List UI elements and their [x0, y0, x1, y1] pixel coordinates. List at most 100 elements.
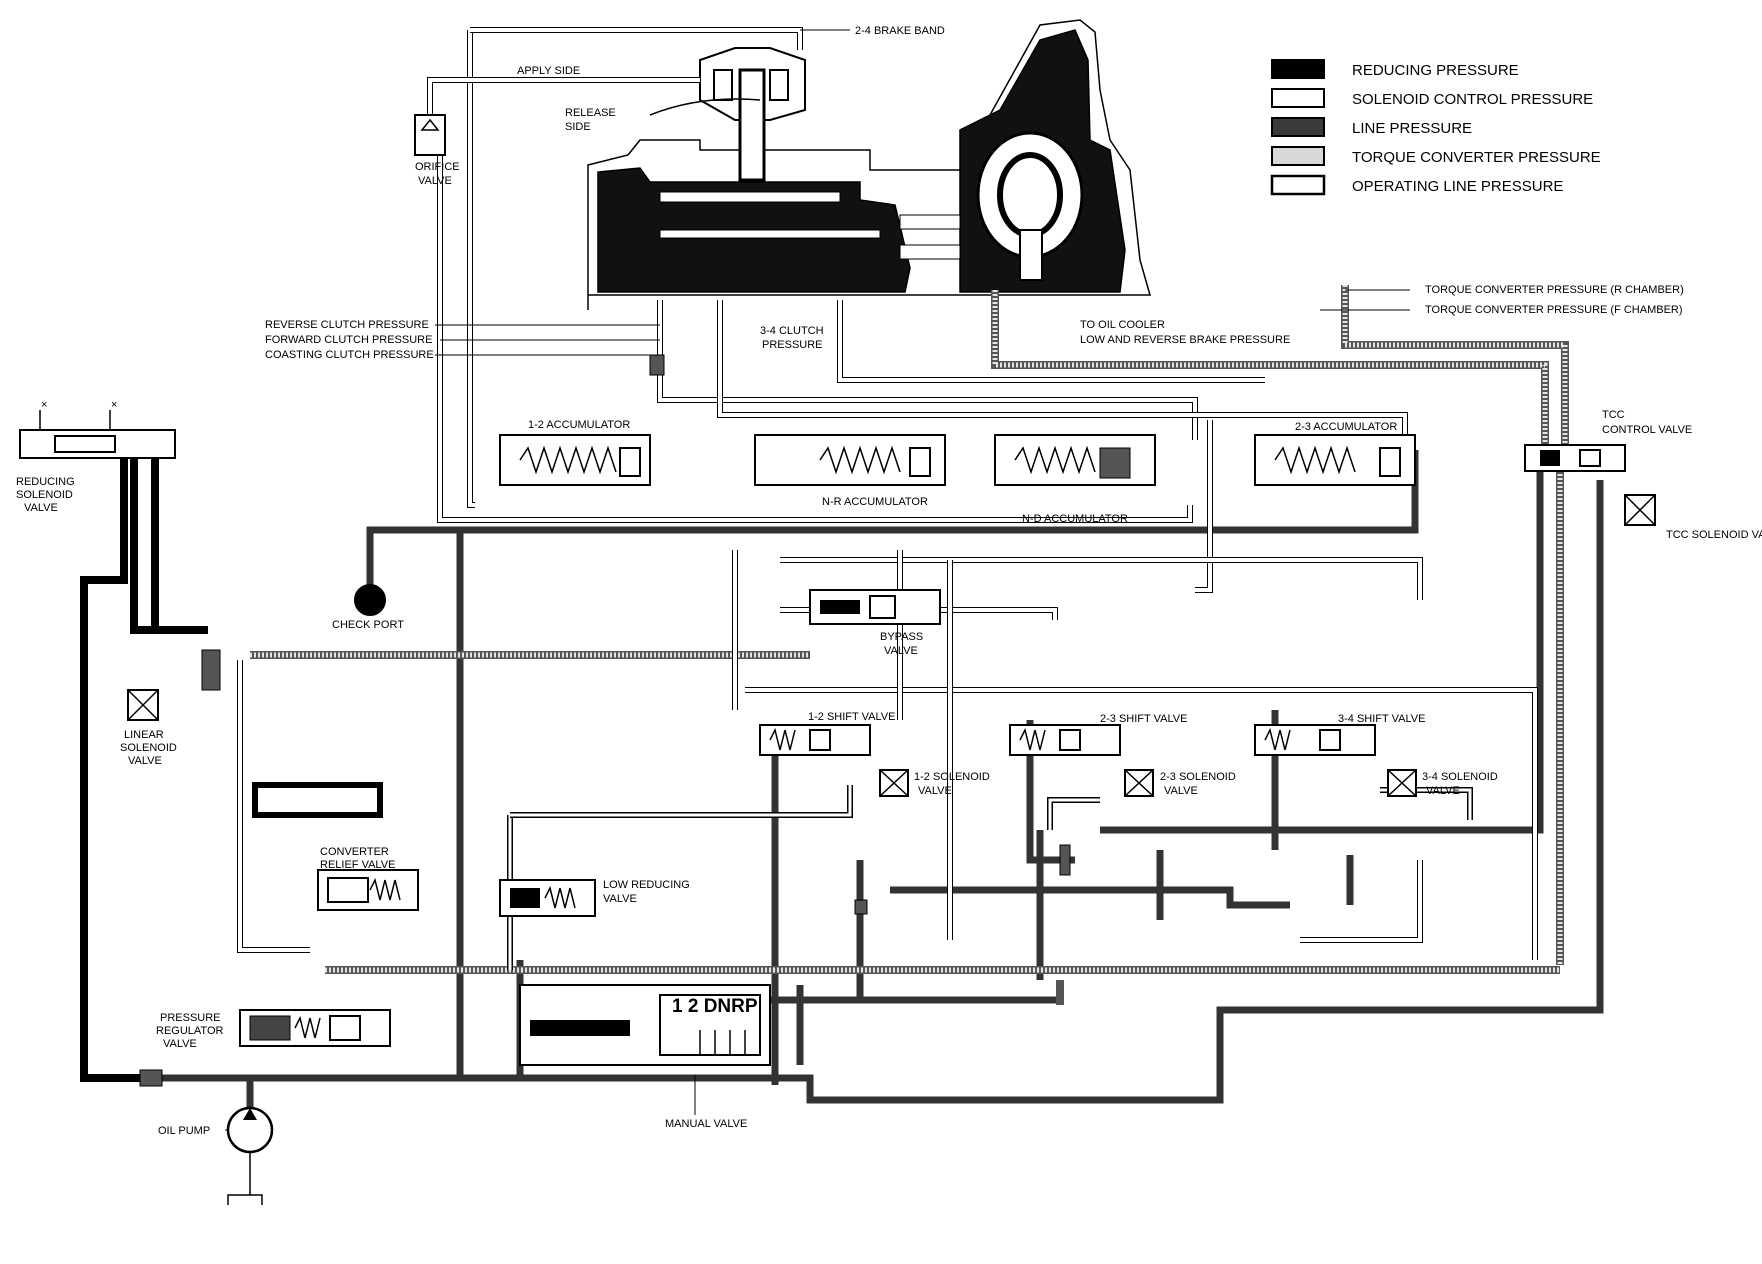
legend-swatch-operating [1270, 174, 1326, 196]
label-exhaust-x-2: × [111, 399, 117, 411]
accumulator-1-2 [499, 434, 651, 486]
filter-block-4 [854, 899, 868, 915]
solenoid-valve-2-3 [1124, 769, 1154, 797]
linear-solenoid-valve [127, 689, 159, 721]
label-converter-relief-2: RELIEF VALVE [320, 859, 395, 871]
low-reducing-valve [499, 879, 596, 917]
legend-label-torque: TORQUE CONVERTER PRESSURE [1352, 149, 1601, 166]
label-oil-pump: OIL PUMP [158, 1125, 210, 1137]
label-sol-12-2: VALVE [918, 785, 952, 797]
manual-valve [519, 984, 771, 1066]
label-linear-solenoid-2: SOLENOID [120, 742, 177, 754]
accumulator-n-d [994, 434, 1156, 486]
label-acc-12: 1-2 ACCUMULATOR [528, 419, 630, 431]
component-labels: 2-4 BRAKE BAND APPLY SIDE RELEASE SIDE O… [16, 25, 1762, 1137]
label-orifice-valve-2: VALVE [418, 175, 452, 187]
legend-label-operating: OPERATING LINE PRESSURE [1352, 178, 1563, 195]
label-release-side-2: SIDE [565, 121, 591, 133]
legend-swatch-torque [1271, 146, 1325, 166]
label-tc-r-chamber: TORQUE CONVERTER PRESSURE (R CHAMBER) [1425, 284, 1684, 296]
transmission-case [587, 19, 1151, 310]
accumulator-2-3 [1254, 434, 1416, 486]
legend-swatch-line [1271, 117, 1325, 137]
label-acc-nd: N-D ACCUMULATOR [1022, 513, 1128, 525]
legend-label-solenoid: SOLENOID CONTROL PRESSURE [1352, 91, 1593, 108]
shift-valve-3-4 [1254, 724, 1376, 756]
label-linear-solenoid-3: VALVE [128, 755, 162, 767]
label-low-reverse-brake: LOW AND REVERSE BRAKE PRESSURE [1080, 334, 1290, 346]
label-sol-23-1: 2-3 SOLENOID [1160, 771, 1236, 783]
label-bypass-1: BYPASS [880, 631, 923, 643]
label-sol-34-2: VALVE [1426, 785, 1460, 797]
label-orifice-valve-1: ORIFICE [415, 161, 460, 173]
filter-block-1 [201, 649, 221, 691]
label-tcc-control-2: CONTROL VALVE [1602, 424, 1692, 436]
label-pressure-regulator-1: PRESSURE [160, 1012, 221, 1024]
label-clutch-34-2: PRESSURE [762, 339, 823, 351]
solenoid-valve-3-4 [1387, 769, 1417, 797]
label-reducing-solenoid-2: SOLENOID [16, 489, 73, 501]
label-converter-relief-1: CONVERTER [320, 846, 389, 858]
label-sol-23-2: VALVE [1164, 785, 1198, 797]
converter-relief-valve [317, 869, 419, 911]
label-to-oil-cooler: TO OIL COOLER [1080, 319, 1165, 331]
label-check-port: CHECK PORT [332, 619, 404, 631]
label-tcc-solenoid: TCC SOLENOID VALVE [1666, 529, 1762, 541]
tcc-solenoid-valve [1624, 494, 1656, 526]
label-linear-solenoid-1: LINEAR [124, 729, 164, 741]
label-exhaust-x-1: × [41, 399, 47, 411]
oil-pump [226, 1078, 274, 1205]
label-reducing-solenoid-3: VALVE [24, 502, 58, 514]
label-clutch-34-1: 3-4 CLUTCH [760, 325, 824, 337]
legend-item-solenoid: SOLENOID CONTROL PRESSURE [1271, 88, 1593, 108]
filter-block-2 [139, 1069, 163, 1087]
legend-item-operating: OPERATING LINE PRESSURE [1270, 174, 1563, 196]
orifice-valve [414, 114, 446, 156]
label-coasting-clutch: COASTING CLUTCH PRESSURE [265, 349, 434, 361]
filter-block-5 [649, 354, 665, 376]
label-shift-34: 3-4 SHIFT VALVE [1338, 713, 1425, 725]
legend-label-reducing: REDUCING PRESSURE [1352, 62, 1519, 79]
label-tc-f-chamber: TORQUE CONVERTER PRESSURE (F CHAMBER) [1425, 304, 1683, 316]
legend-swatch-reducing [1271, 59, 1325, 79]
label-gear-positions: 1 2 DNRP [672, 996, 758, 1017]
torque-converter-lines [250, 285, 1569, 1005]
check-port [354, 530, 386, 616]
label-acc-23: 2-3 ACCUMULATOR [1295, 421, 1397, 433]
label-tcc-control-1: TCC [1602, 409, 1625, 421]
legend-label-line: LINE PRESSURE [1352, 120, 1472, 137]
label-reducing-solenoid-1: REDUCING [16, 476, 75, 488]
label-release-side-1: RELEASE [565, 107, 616, 119]
label-low-reducing-1: LOW REDUCING [603, 879, 690, 891]
label-low-reducing-2: VALVE [603, 893, 637, 905]
reducing-pressure-lines [80, 458, 208, 1082]
label-pressure-regulator-2: REGULATOR [156, 1025, 223, 1037]
tcc-control-valve [1524, 444, 1626, 472]
pressure-regulator-valve [239, 1009, 391, 1047]
label-apply-side: APPLY SIDE [517, 65, 580, 77]
label-reverse-clutch: REVERSE CLUTCH PRESSURE [265, 319, 429, 331]
legend-item-line: LINE PRESSURE [1271, 117, 1472, 137]
label-acc-nr: N-R ACCUMULATOR [822, 496, 928, 508]
label-sol-34-1: 3-4 SOLENOID [1422, 771, 1498, 783]
label-bypass-2: VALVE [884, 645, 918, 657]
label-forward-clutch: FORWARD CLUTCH PRESSURE [265, 334, 432, 346]
shift-valve-1-2 [759, 724, 871, 756]
label-brake-band: 2-4 BRAKE BAND [855, 25, 945, 37]
legend-item-reducing: REDUCING PRESSURE [1271, 59, 1519, 79]
accumulator-n-r [754, 434, 946, 486]
shift-valve-2-3 [1009, 724, 1121, 756]
label-pressure-regulator-3: VALVE [163, 1038, 197, 1050]
filter-block-3 [1059, 844, 1071, 876]
label-manual-valve: MANUAL VALVE [665, 1118, 747, 1130]
legend-item-torque: TORQUE CONVERTER PRESSURE [1271, 146, 1601, 166]
reducing-solenoid-valve [19, 410, 176, 459]
legend-swatch-solenoid [1271, 88, 1325, 108]
solenoid-valve-1-2 [879, 769, 909, 797]
label-sol-12-1: 1-2 SOLENOID [914, 771, 990, 783]
leader-lines [225, 29, 1410, 1131]
label-shift-12: 1-2 SHIFT VALVE [808, 711, 895, 723]
bypass-valve [809, 589, 941, 625]
legend: REDUCING PRESSURE SOLENOID CONTROL PRESS… [1270, 59, 1601, 196]
